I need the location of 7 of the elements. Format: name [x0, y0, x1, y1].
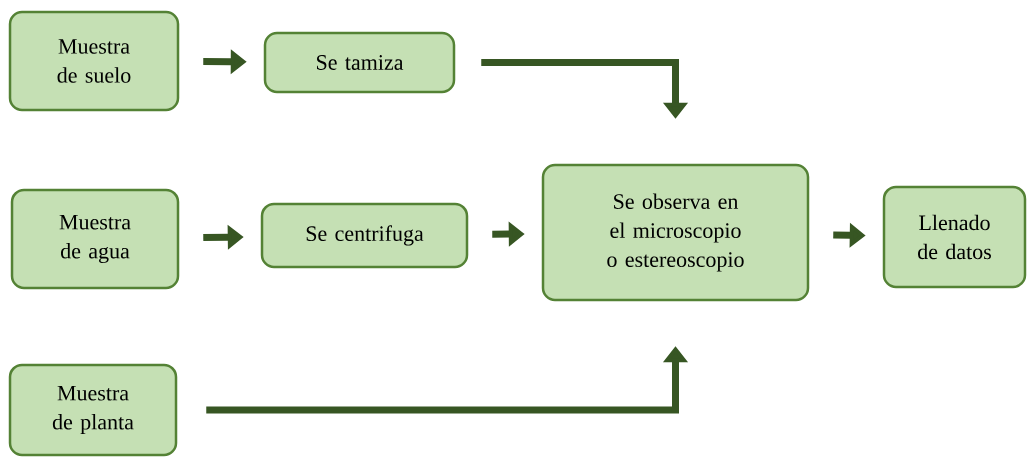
process-box: Muestra de agua [10, 188, 180, 290]
process-box: Se observa en el microscopio o estereoscopio [541, 163, 810, 302]
process-box: Muestra de planta [8, 363, 178, 457]
process-box: Se centrifuga [260, 202, 469, 269]
process-box: Llenado de datos [882, 185, 1027, 289]
process-box: Muestra de suelo [8, 10, 180, 112]
process-box: Se tamiza [263, 31, 456, 94]
